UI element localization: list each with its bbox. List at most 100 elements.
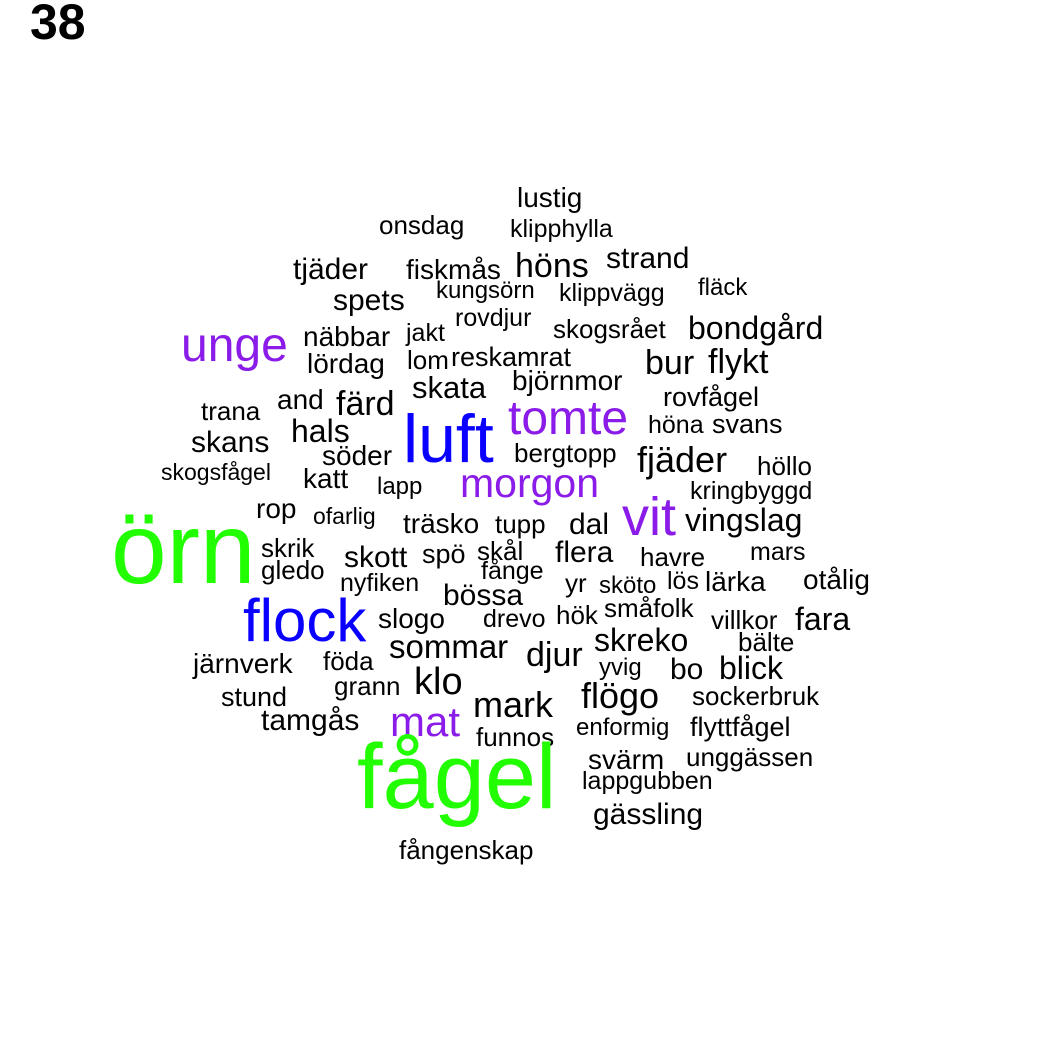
word: villkor (711, 605, 778, 635)
word: klippvägg (559, 279, 665, 307)
word: yr (565, 568, 587, 598)
word: unggässen (686, 742, 814, 772)
word: kungsörn (436, 277, 535, 304)
word: järnverk (193, 648, 293, 679)
word: dal (569, 508, 610, 541)
word: morgon (460, 460, 600, 506)
word: svärm (588, 744, 665, 775)
word: lustig (517, 182, 583, 213)
word: träsko (403, 508, 480, 539)
word: flyttfågel (690, 712, 791, 742)
word: mat (390, 698, 461, 745)
word: blick (719, 650, 784, 686)
word: stund (221, 682, 288, 712)
word: björnmor (512, 365, 623, 396)
word: luft (403, 401, 494, 477)
word: gledo (261, 555, 325, 585)
word: mark (473, 684, 553, 725)
word: vit (622, 487, 676, 547)
word: skans (191, 426, 270, 459)
word: djur (526, 636, 583, 674)
word: rovfågel (663, 382, 760, 412)
word: fiskmås (406, 254, 501, 285)
word: spets (333, 284, 405, 317)
word: bur (645, 344, 695, 382)
word: lappgubben (582, 767, 713, 795)
word: tomte (508, 392, 629, 445)
word: sköto (599, 572, 657, 599)
word: småfolk (604, 593, 694, 623)
word: skogsfågel (161, 459, 271, 485)
word: skogsrået (553, 314, 666, 344)
word: unge (181, 319, 288, 372)
word: bössa (443, 579, 524, 612)
page-number: 38 (30, 0, 86, 50)
word: vingslag (685, 502, 803, 538)
word: grann (334, 671, 401, 701)
word: tamgås (261, 704, 360, 737)
word: sommar (389, 628, 509, 665)
word: fånge (481, 557, 544, 585)
word: svans (712, 409, 783, 439)
word: fläck (698, 274, 748, 301)
word: havre (640, 542, 706, 572)
word: höns (515, 247, 589, 285)
word: and (277, 384, 324, 415)
word: slogo (378, 603, 445, 634)
word: söder (322, 440, 393, 471)
word: onsdag (379, 210, 465, 240)
word: flykt (708, 343, 769, 381)
word: skreko (594, 622, 689, 658)
word: flögo (581, 675, 660, 716)
word: sockerbruk (692, 681, 820, 711)
word: strand (606, 242, 690, 275)
word: flock (243, 587, 367, 654)
word: mars (750, 538, 806, 566)
word: drevo (483, 605, 546, 633)
word: katt (303, 463, 349, 494)
word: rop (256, 493, 297, 524)
word: rovdjur (455, 304, 532, 332)
word: fångenskap (399, 835, 534, 865)
word: bo (670, 653, 704, 686)
word: höllo (757, 451, 812, 481)
word: enformig (576, 714, 670, 741)
word: nyfiken (340, 569, 420, 597)
word: höna (648, 411, 704, 439)
word: lös (667, 567, 699, 595)
word: skrik (261, 533, 315, 563)
word: lom (407, 345, 449, 375)
word: klipphylla (510, 215, 613, 243)
word: örn (111, 493, 256, 605)
word: reskamrat (451, 342, 572, 372)
word: flera (555, 536, 614, 569)
word: fjäder (637, 439, 728, 480)
word: tupp (495, 509, 546, 539)
word: näbbar (303, 321, 391, 352)
word: yvig (599, 654, 642, 681)
word: funnos (476, 722, 555, 752)
word: gässling (593, 798, 704, 831)
word: lördag (307, 348, 385, 379)
word: ofarlig (313, 503, 376, 529)
word: fågel (357, 726, 557, 828)
word: skata (412, 370, 487, 405)
word: bälte (738, 627, 795, 657)
word: färd (336, 385, 395, 423)
word: otålig (803, 564, 870, 595)
word: jakt (406, 319, 445, 347)
word: kringbyggd (690, 477, 813, 505)
word: lapp (377, 473, 423, 500)
word: hals (291, 413, 350, 449)
word: bondgård (688, 310, 824, 346)
word: klo (414, 661, 463, 703)
word: trana (201, 396, 261, 426)
word: bergtopp (514, 438, 617, 468)
word: tjäder (293, 253, 369, 286)
word: fara (795, 601, 851, 637)
word: hök (556, 600, 598, 630)
word: föda (323, 646, 374, 676)
word: spö (422, 539, 466, 569)
word: lärka (705, 566, 766, 597)
